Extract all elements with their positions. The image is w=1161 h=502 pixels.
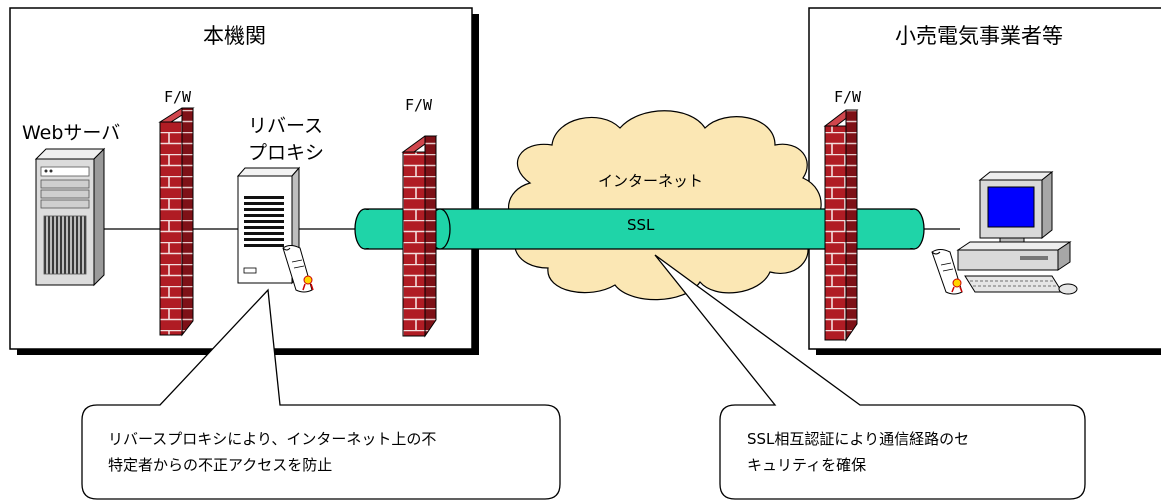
- callout-left-bubble: [81, 288, 561, 500]
- left-box-title: 本機関: [203, 24, 266, 48]
- firewall-label-right: F/W: [834, 88, 862, 106]
- internet-cloud: [508, 110, 822, 301]
- certificate-icon: [931, 249, 963, 295]
- reverse-proxy-label-line2: プロキシ: [248, 142, 325, 164]
- ssl-tunnel: [354, 208, 925, 250]
- certificate-icon: [282, 245, 314, 293]
- firewall-label-middle: F/W: [405, 96, 433, 114]
- firewall-middle: [401, 135, 438, 338]
- firewall-right: [823, 109, 859, 342]
- client-pc-icon: [956, 170, 1078, 295]
- web-server-label: Webサーバ: [22, 122, 121, 144]
- callout-right-bubble: [654, 254, 1086, 500]
- callout-right-line2: キュリティを確保: [747, 456, 867, 474]
- callout-left-line2: 特定者からの不正アクセスを防止: [108, 456, 333, 474]
- ssl-label: SSL: [627, 216, 655, 234]
- firewall-left: [158, 107, 195, 337]
- right-box-title: 小売電気事業者等: [895, 24, 1063, 48]
- internet-label: インターネット: [598, 172, 704, 190]
- reverse-proxy-label-line1: リバース: [248, 115, 324, 137]
- callout-left-text: リバースプロキシにより、インターネット上の不 特定者からの不正アクセスを防止: [108, 426, 548, 478]
- callout-right-text: SSL相互認証により通信経路のセ キュリティを確保: [747, 426, 1067, 478]
- web-server-icon: [34, 147, 106, 287]
- firewall-label-left: F/W: [164, 88, 192, 106]
- callout-right-line1: SSL相互認証により通信経路のセ: [747, 430, 970, 448]
- reverse-proxy-icon: [236, 166, 301, 285]
- callout-left-line1: リバースプロキシにより、インターネット上の不: [108, 430, 437, 448]
